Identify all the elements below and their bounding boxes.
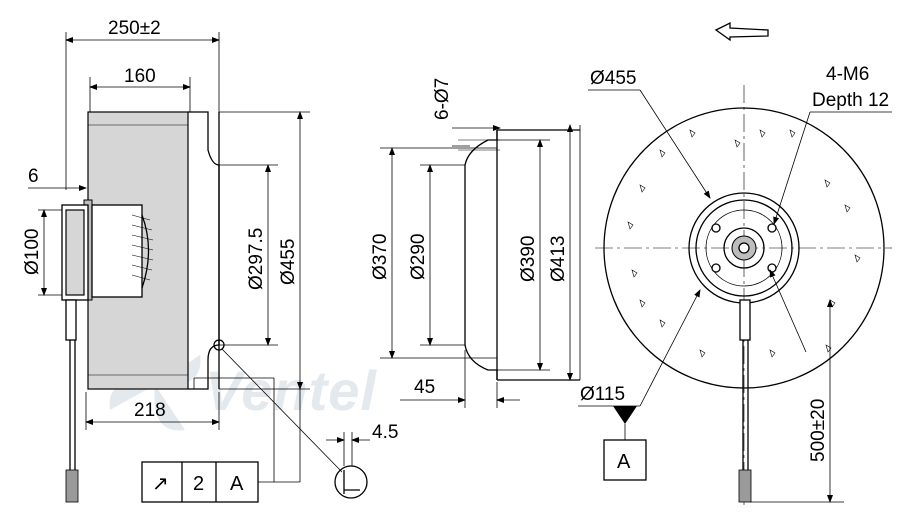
thread-label: 4-M6 (826, 64, 869, 85)
watermark-text: Ventel (205, 359, 377, 422)
dim-hub-diameter: Ø100 (22, 229, 43, 275)
dim-ring-outer: Ø370 (370, 234, 391, 280)
dim-mount-depth: 218 (134, 400, 166, 421)
dim-overall-width: 250±2 (108, 18, 161, 39)
front-view: Ø455 4-M6 Depth 12 Ø115 A 500±20 (578, 21, 892, 505)
tolerance-frame: ↗ 2 A (141, 461, 259, 503)
dim-ring-depth: 45 (414, 377, 435, 398)
datum-triangle-icon (613, 406, 637, 424)
front-datum: A (617, 451, 631, 473)
impeller-outline (603, 107, 885, 389)
dim-plate-thickness: 4.5 (372, 422, 398, 443)
dim-holes: 6-Ø7 (432, 78, 453, 120)
dim-ring-inner: Ø290 (408, 234, 429, 280)
rotation-arrow-icon (714, 21, 769, 42)
runout-symbol-icon: ↗ (152, 473, 169, 495)
thread-depth: Depth 12 (812, 90, 889, 111)
motor-fins (131, 214, 154, 281)
dim-inlet-diameter: Ø297.5 (246, 228, 267, 290)
dim-shaft-offset: 6 (28, 166, 39, 187)
dim-bolt-circle: Ø413 (548, 236, 569, 282)
side-view: 250±2 160 6 (22, 18, 398, 503)
dim-front-hub: Ø115 (580, 384, 625, 405)
dim-cable-length: 500±20 (808, 399, 829, 462)
dim-flange-dia: Ø390 (518, 236, 539, 282)
dim-outer-diameter: Ø455 (278, 239, 299, 285)
dim-impeller-width: 160 (124, 66, 156, 87)
tolerance-datum: A (230, 473, 244, 495)
tolerance-value: 2 (193, 473, 204, 495)
dim-front-outer-diameter: Ø455 (590, 68, 636, 89)
inlet-ring-view: 6-Ø7 Ø370 Ø290 Ø390 Ø413 45 (370, 78, 581, 408)
